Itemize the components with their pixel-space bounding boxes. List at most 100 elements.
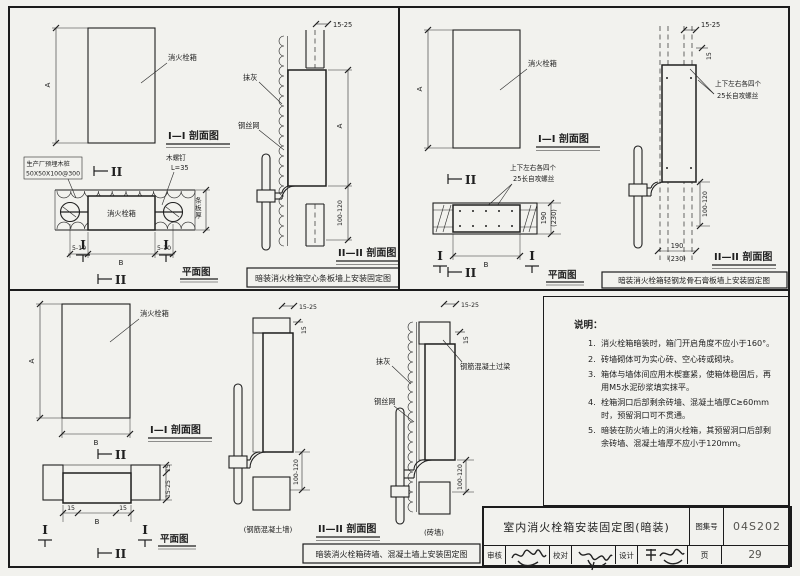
section-mark-2: II — [111, 165, 123, 179]
caption-box — [601, 271, 788, 289]
dim-front-gap: 15-25 — [461, 302, 479, 309]
proofread-signature — [572, 546, 616, 571]
supply-pipe — [256, 153, 296, 251]
section-mark-1: I — [80, 238, 86, 252]
brick-wall-label: (砖墙) — [424, 528, 444, 537]
hydrant-box-elevation — [61, 303, 131, 419]
dim-wall-190: 190 — [540, 212, 548, 225]
concrete-wall-above — [252, 317, 291, 334]
dim-lap: 15 — [463, 336, 470, 344]
notes-panel: 说明： 1.消火栓箱暗装时，箱门开启角度不应小于160°。 2.砖墙砌体可为实心… — [543, 296, 790, 506]
dim-front-gap: 15-25 — [165, 480, 172, 498]
dim-wall-190: 190 — [671, 242, 684, 250]
plaster-label: 抹灰 — [376, 357, 390, 366]
dim-gap-left: 5-10 — [72, 245, 86, 252]
page-number: 29 — [748, 549, 762, 561]
section-mark-1: I — [437, 249, 443, 263]
note-item: 2.砖墙砌体可为实心砖、空心砖或砌块。 — [588, 353, 739, 364]
dim-back-depth: 100-120 — [337, 200, 344, 226]
signature-stroke — [577, 551, 613, 571]
hydrant-box-label: 消火栓箱 — [168, 53, 197, 62]
reviewer-signature — [506, 546, 550, 567]
embed-label-2: 50X50X100@300 — [26, 170, 80, 178]
section-2-2-label: II—II 剖面图 — [714, 250, 772, 263]
section-mark-1: I — [142, 523, 148, 537]
panel-caption: 暗装消火栓箱空心条板墙上安装固定图 — [255, 273, 391, 283]
section-mark-2: II — [465, 266, 477, 280]
dim-wall-230: (230) — [668, 255, 686, 263]
section-mark-1: I — [163, 238, 169, 252]
screws-note-2: 25长自攻螺丝 — [513, 174, 555, 183]
wall-pier-left — [42, 464, 64, 501]
dim-back-depth: 100-120 — [702, 191, 709, 217]
dim-lap: 15 — [165, 464, 172, 472]
screws-note-1: 上下左右各四个 — [510, 163, 557, 172]
dim-A: A — [43, 82, 52, 87]
panel-caption: 暗装消火栓箱砖墙、混凝土墙上安装固定图 — [316, 549, 468, 559]
hydrant-box-plan — [87, 195, 156, 231]
designer-label: 设计 — [616, 546, 638, 564]
notes-title: 说明： — [574, 320, 603, 331]
panel-hollow-panel-wall: A 消火栓箱 I—I 剖面图 生产厂预埋木桩 50X50X100@300 II … — [23, 20, 399, 288]
caption-box — [246, 267, 399, 288]
note-item: 5.暗装在防火墙上的消火栓箱，其预留洞口后部剩余砖墙、混凝土墙厚不应小于120m… — [588, 425, 771, 448]
wire-mesh-label: 钢丝网 — [374, 397, 396, 406]
hydrant-box-section — [287, 69, 327, 187]
plan-label: 平面图 — [548, 270, 577, 281]
embed-label-1: 生产厂预埋木桩 — [27, 160, 70, 168]
dim-panel-thickness: 条板厚 — [194, 197, 202, 220]
wire-mesh-label: 钢丝网 — [238, 121, 260, 130]
section-mark-2: II — [115, 448, 127, 462]
section-mark-2: II — [465, 173, 477, 187]
title-block: 室内消火栓箱安装固定图(暗装) 图集号 04S202 审核 校对 设计 — [482, 506, 792, 571]
hydrant-box-label: 消火栓箱 — [140, 309, 169, 318]
dim-A: A — [335, 123, 344, 128]
brick-wall-below — [418, 481, 451, 515]
screw-label-1: 木螺钉 — [166, 153, 186, 162]
panel-brick-concrete-wall: A B 消火栓箱 I—I 剖面图 II 15 15 B 15 15-25 I I… — [27, 300, 510, 564]
dim-A: A — [27, 358, 36, 363]
screw-dots — [459, 210, 513, 227]
plaster-scallops — [278, 35, 285, 247]
dim-B: B — [119, 258, 124, 267]
dim-wall-230: (230) — [550, 209, 558, 227]
plan-label: 平面图 — [182, 267, 211, 278]
divider-vertical — [398, 8, 400, 290]
concrete-wall-below — [252, 476, 291, 511]
hydrant-box-plan — [62, 472, 132, 504]
dim-back-depth: 100-120 — [457, 464, 464, 490]
section-2-2-label: II—II 剖面图 — [318, 522, 376, 535]
dim-A: A — [415, 86, 424, 91]
note-item: 1.消火栓箱暗装时，箱门开启角度不应小于160°。 — [588, 338, 775, 348]
concrete-wall-back — [252, 332, 264, 453]
atlas-number: 04S202 — [733, 520, 781, 533]
hydrant-box-label: 消火栓箱 — [528, 59, 557, 68]
signature-stroke — [510, 549, 547, 567]
notes-list: 1.消火栓箱暗装时，箱门开启角度不应小于160°。 2.砖墙砌体可为实心砖、空心… — [588, 337, 779, 449]
hydrant-box-elevation — [87, 27, 156, 144]
hydrant-box-elevation — [452, 29, 521, 149]
dim-gap-right: 5-10 — [157, 245, 171, 252]
section-2-2-label: II—II 剖面图 — [338, 246, 396, 259]
section-1-1-label: I—I 剖面图 — [150, 423, 201, 436]
stud-wall-plan — [432, 202, 538, 235]
plaster-label: 抹灰 — [243, 73, 257, 82]
reviewer-label: 审核 — [484, 546, 506, 564]
hydrant-box-section — [424, 343, 456, 461]
note-item: 4.栓箱洞口后部剩余砖墙、混凝土墙厚C≥60mm时，预留洞口可不贯通。 — [588, 397, 770, 420]
page-label: 页 — [688, 546, 722, 564]
wall-back-strip — [62, 464, 132, 474]
plan-label: 平面图 — [160, 534, 189, 545]
dim-lap: 15 — [706, 52, 713, 60]
atlas-number-label: 图集号 — [690, 508, 724, 545]
dim-back-depth: 100-120 — [293, 459, 300, 485]
embed-note-box — [23, 156, 83, 180]
section-1-1-label: I—I 剖面图 — [538, 132, 589, 145]
dim-side: 15 — [67, 505, 75, 512]
hydrant-box-section — [262, 332, 294, 453]
dim-side: 15 — [119, 505, 127, 512]
supply-pipe — [628, 145, 665, 249]
proofread-label: 校对 — [550, 546, 572, 564]
dim-lap: 15 — [301, 326, 308, 334]
